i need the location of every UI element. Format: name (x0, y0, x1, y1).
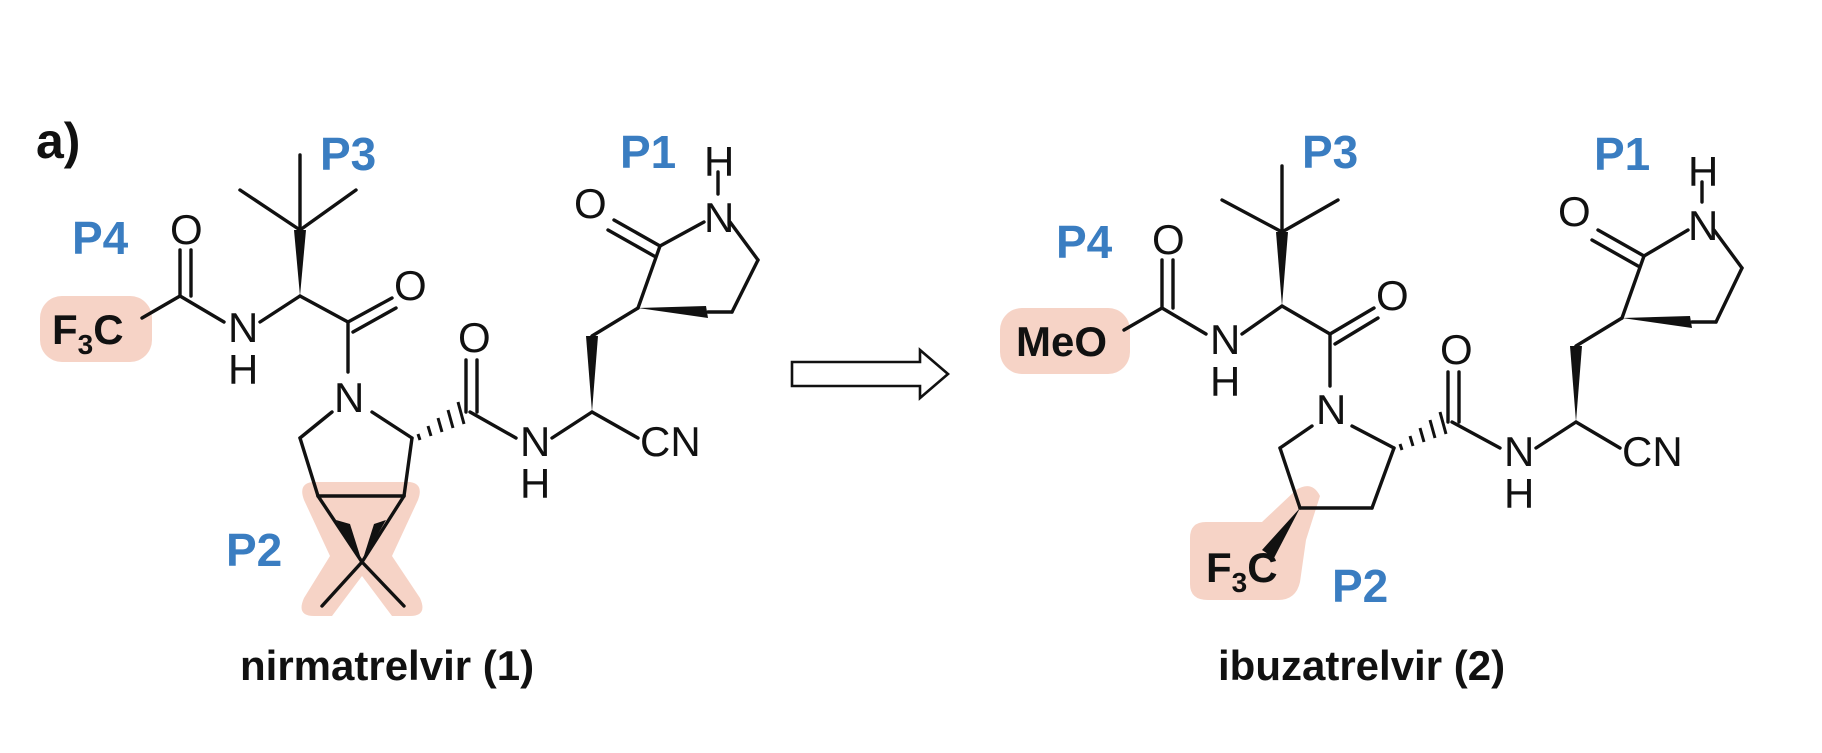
o-lactam: O (574, 180, 607, 227)
n-pyrrolidine-compound-2: N (1316, 386, 1346, 433)
o-carbamate: O (1152, 216, 1185, 263)
cf3-highlight-compound-1 (40, 296, 152, 362)
cf3-group-compound-1: F3C (52, 306, 124, 360)
o-carbonyl-p3: O (394, 262, 427, 309)
pocket-label-p2-compound-2: P2 (1332, 560, 1388, 612)
meo-highlight (1000, 308, 1130, 374)
n-pyrrolidine: N (334, 374, 364, 421)
n-carbamate: N (1210, 316, 1240, 363)
ibuzatrelvir-bonds (1122, 164, 1744, 558)
compound-1-caption: nirmatrelvir (1) (240, 642, 534, 689)
o-carbonyl-p2-compound-2: O (1440, 326, 1473, 373)
o-carbonyl-p3-compound-2: O (1376, 272, 1409, 319)
panel-label: a) (36, 113, 80, 169)
nitrile-compound-2: CN (1622, 428, 1683, 475)
ibuzatrelvir-structure: MeO O N H O N O N H CN O N H F3C P4 P3 P… (1016, 126, 1744, 689)
h-amide-p1: H (520, 460, 550, 507)
h-carbamate: H (1210, 358, 1240, 405)
pocket-label-p3-compound-1: P3 (320, 128, 376, 180)
nirmatrelvir-bonds (140, 153, 760, 608)
pocket-label-p3-compound-2: P3 (1302, 126, 1358, 178)
retrosynthetic-arrow (790, 347, 950, 401)
o-lactam-compound-2: O (1558, 188, 1591, 235)
hashed-bond-p2 (416, 401, 466, 441)
pocket-label-p4-compound-1: P4 (72, 212, 129, 264)
h-lactam: H (704, 138, 734, 185)
meo-group: MeO (1016, 318, 1107, 365)
h-amide-p4: H (228, 346, 258, 393)
n-lactam-compound-2: N (1688, 202, 1718, 249)
nirmatrelvir-structure: O N H O N O N H CN O N H F3C P4 P3 P2 P1… (52, 126, 760, 689)
pocket-label-p4-compound-2: P4 (1056, 216, 1113, 268)
pocket-label-p2-compound-1: P2 (226, 524, 282, 576)
n-lactam: N (704, 194, 734, 241)
pocket-label-p1-compound-2: P1 (1594, 128, 1650, 180)
gem-dimethylcyclopropane-highlight (301, 482, 423, 616)
h-amide-p1-compound-2: H (1504, 470, 1534, 517)
cf3-highlight-compound-2 (1190, 486, 1320, 600)
nitrile: CN (640, 418, 701, 465)
compound-2-caption: ibuzatrelvir (2) (1218, 642, 1505, 689)
n-amide-p4: N (228, 304, 258, 351)
n-amide-p1-compound-2: N (1504, 428, 1534, 475)
h-lactam-compound-2: H (1688, 148, 1718, 195)
o-carbonyl-p2: O (458, 314, 491, 361)
pocket-label-p1-compound-1: P1 (620, 126, 676, 178)
o-amide-p4: O (170, 206, 203, 253)
n-amide-p1: N (520, 418, 550, 465)
cf3-group-compound-2: F3C (1206, 544, 1278, 598)
wedge-bond-p3 (294, 230, 306, 296)
